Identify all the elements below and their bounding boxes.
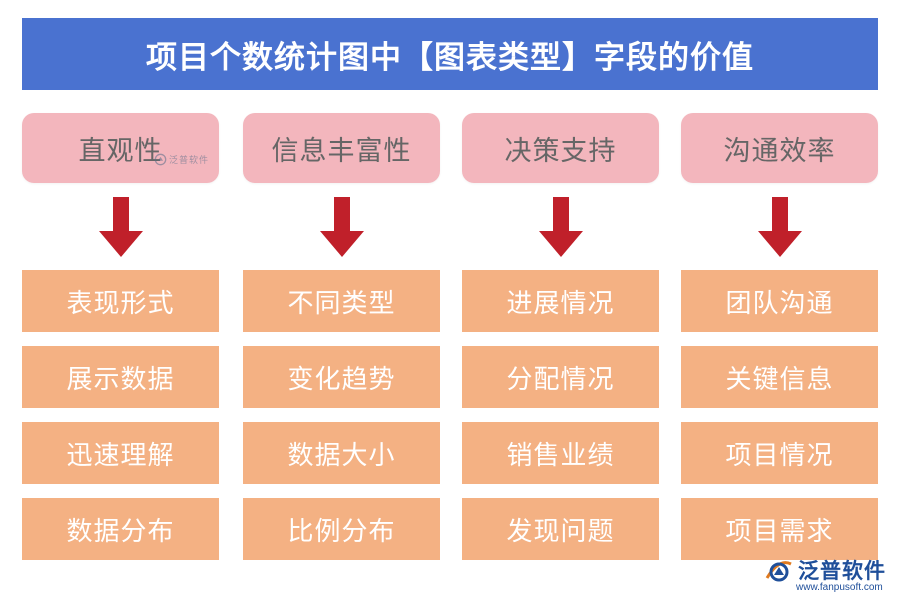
item-box: 变化趋势 <box>243 346 440 408</box>
category-label: 信息丰富性 <box>271 135 412 167</box>
diagram-title: 项目个数统计图中【图表类型】字段的价值 <box>146 39 754 76</box>
down-arrow-icon <box>757 196 802 257</box>
item-box: 数据分布 <box>22 498 219 560</box>
watermark-logo-icon <box>154 153 167 166</box>
column-2: 信息丰富性 不同类型 变化趋势 数据大小 比例分布 <box>243 113 440 574</box>
category-label: 决策支持 <box>504 135 617 167</box>
column-4: 沟通效率 团队沟通 关键信息 项目情况 项目需求 <box>681 113 878 574</box>
item-box: 分配情况 <box>462 346 659 408</box>
arrow-container <box>243 183 440 270</box>
item-box: 数据大小 <box>243 422 440 484</box>
column-3: 决策支持 进展情况 分配情况 销售业绩 发现问题 <box>462 113 659 574</box>
category-box: 直观性 泛普软件 <box>22 113 219 183</box>
category-box: 信息丰富性 <box>243 113 440 183</box>
down-arrow-icon <box>98 196 143 257</box>
item-box: 项目情况 <box>681 422 878 484</box>
item-box: 不同类型 <box>243 270 440 332</box>
item-box: 关键信息 <box>681 346 878 408</box>
category-box: 决策支持 <box>462 113 659 183</box>
down-arrow-icon <box>319 196 364 257</box>
item-box: 进展情况 <box>462 270 659 332</box>
arrow-container <box>462 183 659 270</box>
watermark: 泛普软件 <box>154 153 209 166</box>
down-arrow-icon <box>538 196 583 257</box>
category-label: 直观性 <box>78 135 163 167</box>
arrow-container <box>681 183 878 270</box>
item-box: 团队沟通 <box>681 270 878 332</box>
watermark-text: 泛普软件 <box>169 156 210 166</box>
brand-logo: 泛普软件 <box>764 555 886 585</box>
brand-logo-icon <box>765 561 792 582</box>
category-box: 沟通效率 <box>681 113 878 183</box>
category-label: 沟通效率 <box>723 135 836 167</box>
item-box: 销售业绩 <box>462 422 659 484</box>
brand-url: www.fanpusoft.com <box>796 582 883 593</box>
brand-name: 泛普软件 <box>798 559 886 583</box>
item-box: 项目需求 <box>681 498 878 560</box>
item-box: 比例分布 <box>243 498 440 560</box>
arrow-container <box>22 183 219 270</box>
item-box: 发现问题 <box>462 498 659 560</box>
column-1: 直观性 泛普软件 表现形式 展示数据 迅速理解 数据分布 <box>22 113 219 574</box>
item-box: 展示数据 <box>22 346 219 408</box>
title-banner: 项目个数统计图中【图表类型】字段的价值 <box>22 18 878 90</box>
item-box: 迅速理解 <box>22 422 219 484</box>
item-box: 表现形式 <box>22 270 219 332</box>
